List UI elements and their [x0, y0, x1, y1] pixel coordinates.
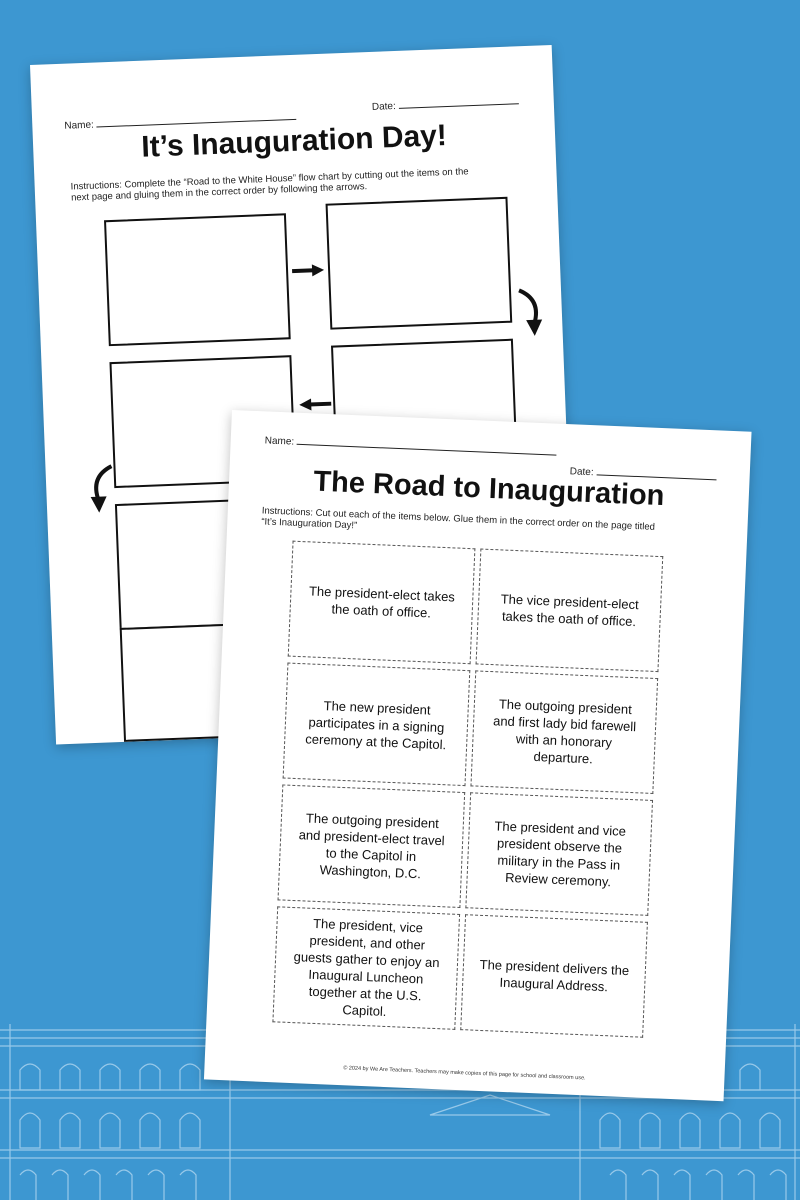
name-line [96, 109, 297, 128]
cutout-card: The outgoing president and president-ele… [277, 784, 466, 908]
worksheet-cutouts: Name: Date: The Road to Inauguration Ins… [203, 410, 752, 1102]
cutout-card: The president delivers the Inaugural Add… [460, 914, 648, 1038]
curved-down-arrow-icon [90, 464, 113, 513]
date-line [398, 94, 519, 109]
capitol-building-illustration [0, 1024, 800, 1200]
cutout-card: The new president participates in a sign… [282, 662, 471, 787]
instructions: Instructions: Cut out each of the items … [261, 505, 655, 543]
flow-chart-box [325, 196, 513, 330]
date-field: Date: [372, 94, 519, 113]
instructions: Instructions: Complete the “Road to the … [71, 166, 470, 203]
cutout-card: The vice president-elect takes the oath … [475, 548, 664, 673]
curved-down-arrow-icon [518, 288, 543, 336]
cutout-card: The president, vice president, and other… [272, 906, 461, 1030]
left-arrow-icon [299, 398, 332, 411]
name-label: Name: [64, 119, 95, 132]
right-arrow-icon [292, 264, 325, 277]
date-label: Date: [371, 100, 396, 113]
cutout-card: The outgoing president and first lady bi… [470, 670, 659, 794]
name-field: Name: [265, 433, 558, 458]
cutout-card: The president-elect takes the oath of of… [287, 540, 476, 665]
name-label: Name: [264, 435, 295, 448]
worksheet-flow-chart: Name: Date: It’s Inauguration Day! Instr… [30, 44, 578, 745]
cutout-card: The president and vice president observe… [465, 792, 654, 916]
flow-chart-box [104, 213, 291, 347]
name-line [297, 434, 558, 456]
